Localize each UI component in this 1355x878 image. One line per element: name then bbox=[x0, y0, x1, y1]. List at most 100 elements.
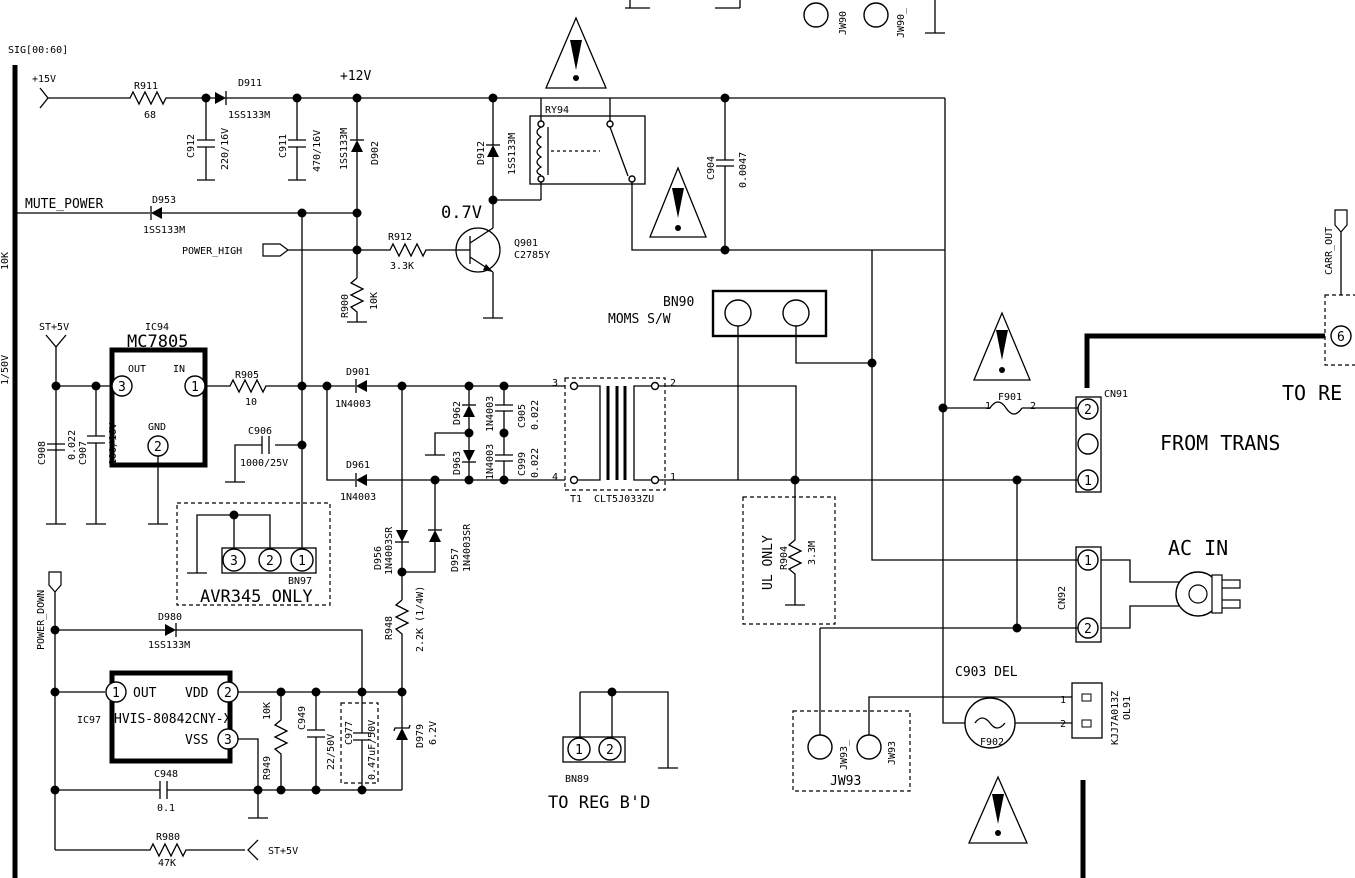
c977-box bbox=[340, 702, 379, 784]
r900-label: R900 bbox=[340, 294, 351, 318]
d911-label: D911 bbox=[238, 78, 262, 89]
t1-pin3: 3 bbox=[552, 378, 558, 389]
r980-label: R980 bbox=[156, 832, 180, 843]
ic97-out-label: OUT bbox=[133, 686, 157, 701]
mc7805-label: MC7805 bbox=[127, 332, 188, 352]
d962-diode bbox=[463, 405, 475, 417]
r904-label: R904 bbox=[779, 546, 790, 570]
d902-part: 1SS133M bbox=[339, 128, 350, 170]
kjj-label: KJJ7A013Z bbox=[1110, 691, 1121, 745]
ic97-vss-label: VSS bbox=[185, 733, 208, 748]
r912-label: R912 bbox=[388, 232, 412, 243]
r905-value: 10 bbox=[245, 397, 257, 408]
bn89-pin2: 2 bbox=[606, 743, 614, 758]
d912-diode bbox=[487, 145, 499, 157]
trans-bus bbox=[1084, 333, 1325, 388]
d956-diode bbox=[396, 530, 408, 542]
ry94-label: RY94 bbox=[545, 105, 569, 116]
ac-in-label: AC IN bbox=[1168, 536, 1228, 560]
d911-diode bbox=[215, 92, 226, 104]
side-150v-label: 1/50V bbox=[0, 355, 11, 385]
from-trans-label: FROM TRANS bbox=[1160, 431, 1280, 455]
c912-label: C912 bbox=[186, 134, 197, 158]
r912-value: 3.3K bbox=[390, 261, 414, 272]
side-10k-label: 10K bbox=[0, 252, 11, 270]
ul-only-label: UL ONLY bbox=[761, 535, 776, 590]
c977-value: 0.47uF/50V bbox=[367, 720, 378, 780]
carr-out-box bbox=[1324, 294, 1355, 366]
t1-pin2: 2 bbox=[670, 378, 676, 389]
r905-label: R905 bbox=[235, 370, 259, 381]
ic97-pin1: 1 bbox=[112, 686, 120, 701]
c907-value: 100/16V bbox=[108, 423, 119, 465]
ic97-detector bbox=[109, 670, 233, 764]
r911-resistor bbox=[48, 90, 215, 106]
c948-value: 0.1 bbox=[157, 803, 175, 814]
d912-part: 1SS133M bbox=[507, 133, 518, 175]
d962-part: 1N4003 bbox=[485, 396, 496, 432]
avr345-box bbox=[176, 502, 331, 606]
d980-part: 1SS133M bbox=[148, 640, 190, 651]
ic94-pin2: 2 bbox=[154, 440, 162, 455]
st5v-label-top: ST+5V bbox=[39, 322, 69, 333]
p15v-label: +15V bbox=[32, 74, 56, 85]
c999-value: 0.022 bbox=[530, 448, 541, 478]
f901-pin1: 1 bbox=[985, 401, 991, 412]
d957-diode bbox=[429, 530, 441, 542]
f902-label: F902 bbox=[980, 737, 1004, 748]
c911-value: 470/16V bbox=[312, 130, 323, 172]
c912-value: 220/16V bbox=[220, 128, 231, 170]
d963-part: 1N4003 bbox=[485, 444, 496, 480]
cn91-label: CN91 bbox=[1104, 389, 1128, 400]
p12v-label: +12V bbox=[340, 69, 371, 84]
d901-diode bbox=[356, 380, 367, 392]
carr-pin6: 6 bbox=[1337, 330, 1345, 345]
d962-label: D962 bbox=[452, 401, 463, 425]
c908-value: 0.022 bbox=[67, 430, 78, 460]
c904-label: C904 bbox=[706, 156, 717, 180]
q901-transistor bbox=[455, 227, 501, 273]
d963-diode bbox=[463, 450, 475, 462]
f901-pin2: 2 bbox=[1030, 401, 1036, 412]
d957-label: D957 bbox=[450, 548, 461, 572]
c906-label: C906 bbox=[248, 426, 272, 437]
cn92-connector bbox=[1075, 546, 1102, 643]
p15v-arrow bbox=[39, 87, 49, 109]
ic94-label: IC94 bbox=[145, 322, 169, 333]
avr345-label: AVR345 ONLY bbox=[200, 587, 313, 607]
ic97-part: HVIS-80842CNY-X bbox=[114, 712, 232, 727]
d901-label: D901 bbox=[346, 367, 370, 378]
c977-label: C977 bbox=[344, 721, 355, 745]
ic94-pin3: 3 bbox=[118, 380, 126, 395]
r904-resistor bbox=[787, 480, 803, 605]
bn90-label: BN90 bbox=[663, 295, 694, 310]
r911-label: R911 bbox=[134, 81, 158, 92]
ol91-label: OL91 bbox=[1122, 696, 1133, 720]
ic97-pin2: 2 bbox=[224, 686, 232, 701]
cn91-pin2: 2 bbox=[1084, 403, 1092, 418]
to-reg-bd-label: TO REG B'D bbox=[548, 793, 650, 813]
jw90-label: JW90 bbox=[838, 11, 849, 35]
d956-label: D956 bbox=[373, 546, 384, 570]
v07-label: 0.7V bbox=[441, 203, 482, 223]
f901-label: F901 bbox=[998, 392, 1022, 403]
r905-resistor bbox=[205, 378, 330, 394]
d956-part: 1N4003SR bbox=[384, 526, 395, 575]
d979-value: 6.2V bbox=[428, 721, 439, 745]
ry94-relay bbox=[529, 115, 646, 185]
ic94-gnd-label: GND bbox=[148, 422, 166, 433]
cn91-pin1: 1 bbox=[1084, 474, 1092, 489]
d961-diode bbox=[356, 474, 367, 486]
f901-fuse bbox=[989, 401, 1023, 415]
jw93-label: JW93 bbox=[830, 774, 861, 789]
moms-sw-label: MOMS S/W bbox=[608, 312, 671, 327]
d953-part: 1SS133M bbox=[143, 225, 185, 236]
c907-label: C907 bbox=[78, 441, 89, 465]
carr-out-connector bbox=[1334, 209, 1348, 233]
cn91-connector bbox=[1075, 396, 1102, 493]
r949-resistor bbox=[273, 692, 289, 790]
c999-label: C999 bbox=[517, 452, 528, 476]
jw90-underscore-label: JW90_ bbox=[896, 7, 907, 38]
power-down-label: POWER_DOWN bbox=[36, 590, 47, 650]
r900-value: 10K bbox=[369, 292, 380, 310]
